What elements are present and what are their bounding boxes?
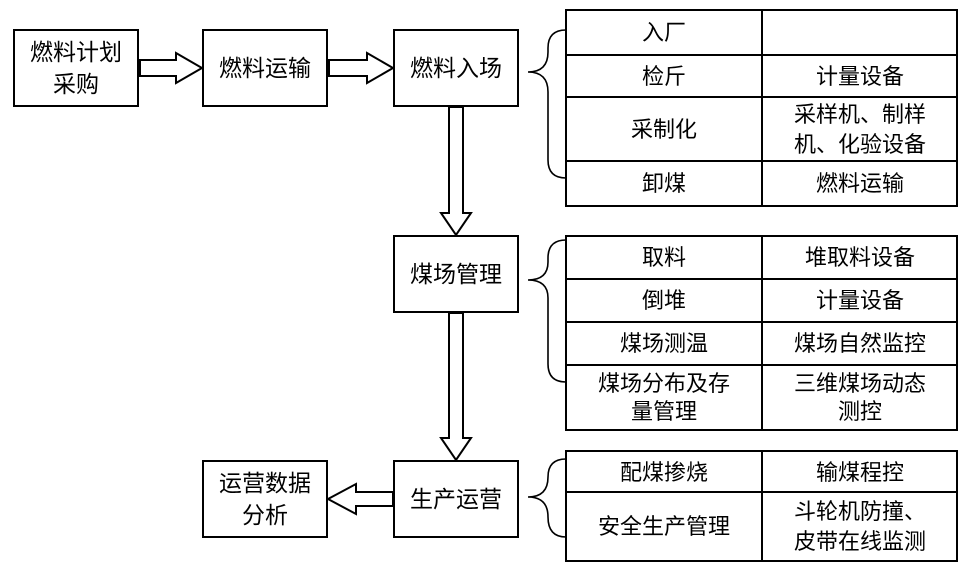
table-fuel-entry: 入厂 检斤 计量设备 采制化 采样机、制样 机、化验设备 卸煤 燃料运输 [565, 9, 958, 207]
box-production-label: 生产运营 [410, 487, 502, 513]
production-equip-2-line1: 斗轮机防撞、 [794, 500, 926, 525]
entry-equip-4: 燃料运输 [816, 172, 904, 197]
brace-entry [527, 29, 567, 179]
production-equip-1: 输煤程控 [816, 461, 904, 486]
table-coal-yard: 取料 堆取料设备 倒堆 计量设备 煤场测温 煤场自然监控 煤场分布及存 量管理 … [565, 235, 958, 431]
entry-equip-2: 计量设备 [816, 65, 904, 90]
yard-equip-3: 煤场自然监控 [794, 332, 926, 357]
entry-step-3: 采制化 [631, 118, 697, 143]
box-fuel-plan: 燃料计划 采购 [13, 29, 139, 107]
yard-step-3: 煤场测温 [620, 332, 708, 357]
box-fuel-entry-label: 燃料入场 [410, 56, 502, 82]
yard-equip-4-line2: 测控 [838, 400, 882, 425]
yard-step-4-line2: 量管理 [631, 400, 697, 425]
box-fuel-transport-label: 燃料运输 [219, 56, 311, 82]
arrow-yard-to-production [439, 312, 473, 462]
brace-production [527, 458, 567, 538]
box-fuel-transport: 燃料运输 [202, 29, 328, 107]
box-fuel-entry: 燃料入场 [393, 29, 519, 107]
box-data-analysis: 运营数据 分析 [202, 460, 328, 538]
arrow-entry-to-yard [439, 106, 473, 237]
box-fuel-plan-line1: 燃料计划 [30, 40, 122, 66]
box-coal-yard-label: 煤场管理 [410, 262, 502, 288]
box-fuel-plan-line2: 采购 [53, 72, 99, 98]
arrow-transport-to-entry [328, 51, 396, 85]
production-equip-2-line2: 皮带在线监测 [794, 530, 926, 555]
entry-step-2: 检斤 [642, 65, 686, 90]
brace-yard [527, 239, 567, 383]
arrow-plan-to-transport [139, 51, 205, 85]
entry-step-4: 卸煤 [642, 172, 686, 197]
box-production: 生产运营 [393, 460, 519, 538]
yard-step-4-line1: 煤场分布及存 [598, 372, 730, 397]
yard-equip-1: 堆取料设备 [805, 246, 915, 271]
box-data-analysis-line1: 运营数据 [219, 471, 311, 497]
box-data-analysis-line2: 分析 [242, 503, 288, 529]
entry-equip-3-line2: 机、化验设备 [794, 133, 926, 158]
entry-step-1: 入厂 [642, 21, 686, 46]
entry-equip-3-line1: 采样机、制样 [794, 103, 926, 128]
yard-equip-4-line1: 三维煤场动态 [794, 372, 926, 397]
production-step-1: 配煤掺烧 [620, 461, 708, 486]
yard-step-2: 倒堆 [642, 289, 686, 314]
arrow-production-to-analysis [325, 482, 394, 516]
table-production: 配煤掺烧 输煤程控 安全生产管理 斗轮机防撞、 皮带在线监测 [565, 450, 958, 562]
box-coal-yard: 煤场管理 [393, 235, 519, 313]
production-step-2: 安全生产管理 [598, 515, 730, 540]
yard-equip-2: 计量设备 [816, 289, 904, 314]
yard-step-1: 取料 [642, 246, 686, 271]
